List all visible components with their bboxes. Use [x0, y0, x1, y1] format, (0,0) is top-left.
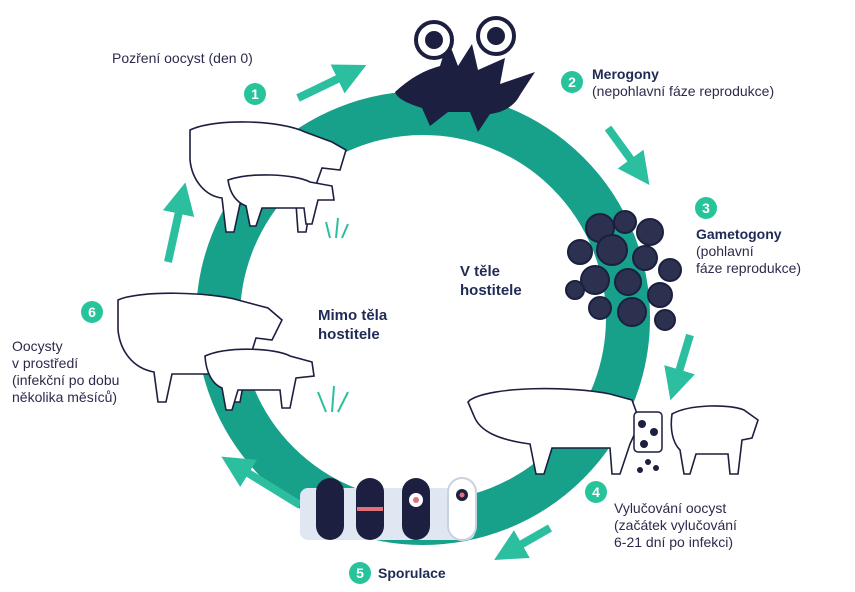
stage-1-text: Pozření oocyst (den 0): [112, 50, 253, 67]
inside-host-line-2: hostitele: [460, 281, 522, 300]
svg-text:1: 1: [251, 86, 259, 102]
inside-host-label: V těle hostitele: [460, 262, 522, 300]
stage-2-title: Merogony: [592, 66, 774, 83]
stage-6-text-3: (infekční po dobu: [12, 372, 119, 389]
oocyst-sporulation-icon: [300, 478, 476, 540]
stage-4-text-1: Vylučování oocyst: [614, 500, 737, 517]
stage-3-label: Gametogony (pohlavní fáze reprodukce): [696, 226, 801, 277]
arrow-6-1: [168, 198, 182, 262]
stage-5-title: Sporulace: [378, 565, 446, 582]
svg-text:2: 2: [568, 74, 576, 90]
stage-6-text-2: v prostředí: [12, 355, 119, 372]
outside-host-label: Mimo těla hostitele: [318, 306, 387, 344]
stage-1-label: Pozření oocyst (den 0): [112, 50, 253, 67]
badge-6: 6: [81, 301, 103, 323]
stage-6-text-1: Oocysty: [12, 338, 119, 355]
arrow-1-2: [298, 72, 352, 98]
badge-1: 1: [244, 83, 266, 105]
stage-3-text-1: (pohlavní: [696, 243, 801, 260]
stage-3-text-2: fáze reprodukce): [696, 260, 801, 277]
outside-host-line-1: Mimo těla: [318, 306, 387, 325]
arrow-4-5: [508, 528, 550, 552]
badge-5: 5: [349, 562, 371, 584]
arrow-3-4: [675, 335, 690, 385]
badge-4: 4: [585, 481, 607, 503]
grass-icon: [318, 386, 348, 412]
stage-5-label: Sporulace: [378, 565, 446, 582]
stage-2-text: (nepohlavní fáze reprodukce): [592, 83, 774, 100]
stage-3-title: Gametogony: [696, 226, 801, 243]
feces-icon: [634, 412, 662, 473]
arrow-2-3: [608, 128, 640, 172]
cow-with-calf-icon: [468, 389, 758, 474]
badge-3: 3: [695, 197, 717, 219]
svg-text:4: 4: [592, 484, 600, 500]
grass-icon: [326, 218, 348, 238]
stage-4-text-2: (začátek vylučování: [614, 517, 737, 534]
inside-host-line-1: V těle: [460, 262, 522, 281]
stage-6-text-4: několika měsíců): [12, 389, 119, 406]
stage-6-label: Oocysty v prostředí (infekční po dobu ně…: [12, 338, 119, 406]
stage-2-label: Merogony (nepohlavní fáze reprodukce): [592, 66, 774, 100]
badge-2: 2: [561, 71, 583, 93]
svg-text:3: 3: [702, 200, 710, 216]
stage-4-label: Vylučování oocyst (začátek vylučování 6-…: [614, 500, 737, 551]
svg-text:5: 5: [356, 565, 364, 581]
stage-4-text-3: 6-21 dní po infekci): [614, 534, 737, 551]
svg-text:6: 6: [88, 304, 96, 320]
outside-host-line-2: hostitele: [318, 325, 387, 344]
